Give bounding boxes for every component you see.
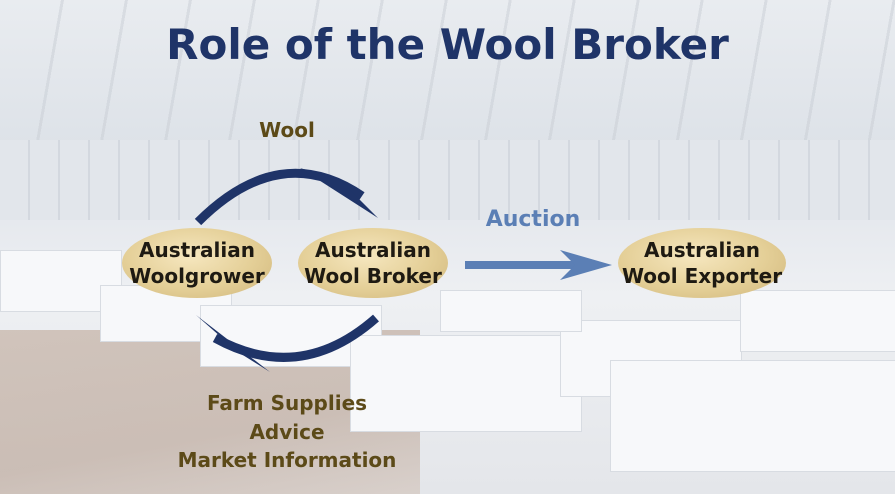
warehouse-wall	[0, 140, 895, 220]
node-label: Australian	[138, 238, 255, 262]
node-label: Wool Broker	[304, 264, 442, 288]
farm-supplies-label: Farm Supplies	[206, 391, 368, 415]
node-label: Australian	[644, 238, 760, 262]
node-label: Wool Exporter	[621, 264, 783, 288]
wool-bin	[610, 360, 895, 472]
wool-bin	[740, 290, 895, 352]
wool-bin	[350, 335, 582, 432]
node-label: Woolgrower	[129, 264, 265, 288]
wool-arrowhead	[300, 168, 378, 218]
node-label: Australian	[315, 238, 431, 262]
wool-bin	[440, 290, 582, 332]
warehouse-roof	[0, 0, 895, 140]
market-information-label: Market Information	[177, 448, 397, 472]
advice-label: Advice	[249, 419, 325, 444]
auction-arrowhead	[560, 250, 612, 280]
wool-label: Wool	[259, 118, 315, 142]
return-arrowhead	[196, 315, 270, 372]
auction-label: Auction	[485, 207, 581, 232]
page-title: Role of the Wool Broker	[166, 20, 729, 69]
return-items-label: Farm Supplies Advice Market Information	[147, 389, 427, 475]
